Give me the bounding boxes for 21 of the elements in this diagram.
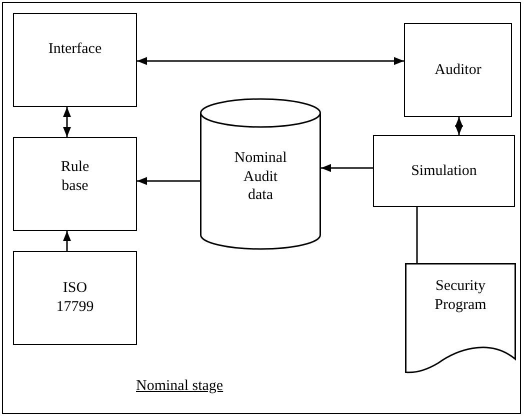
process-box xyxy=(373,135,515,207)
node-label: ISO 17799 xyxy=(55,279,95,317)
node-label: Security Program xyxy=(434,277,488,314)
process-box xyxy=(13,13,137,107)
node-label: Rule base xyxy=(60,158,90,196)
stage-frame xyxy=(2,2,521,414)
arrow xyxy=(321,164,373,172)
node-label: Interface xyxy=(48,40,102,58)
process-box xyxy=(13,137,137,231)
node-label: Auditor xyxy=(434,60,482,80)
arrow xyxy=(63,231,71,251)
arrow xyxy=(63,107,71,137)
arrow xyxy=(455,117,463,135)
stage-title: Nominal stage xyxy=(136,378,224,395)
connector-line xyxy=(416,207,418,263)
arrow xyxy=(137,177,200,185)
node-label: Simulation xyxy=(411,162,477,180)
node-label: Nominal Audit data xyxy=(233,148,288,206)
process-box xyxy=(13,251,137,345)
process-box xyxy=(404,23,512,117)
arrow xyxy=(137,57,404,65)
